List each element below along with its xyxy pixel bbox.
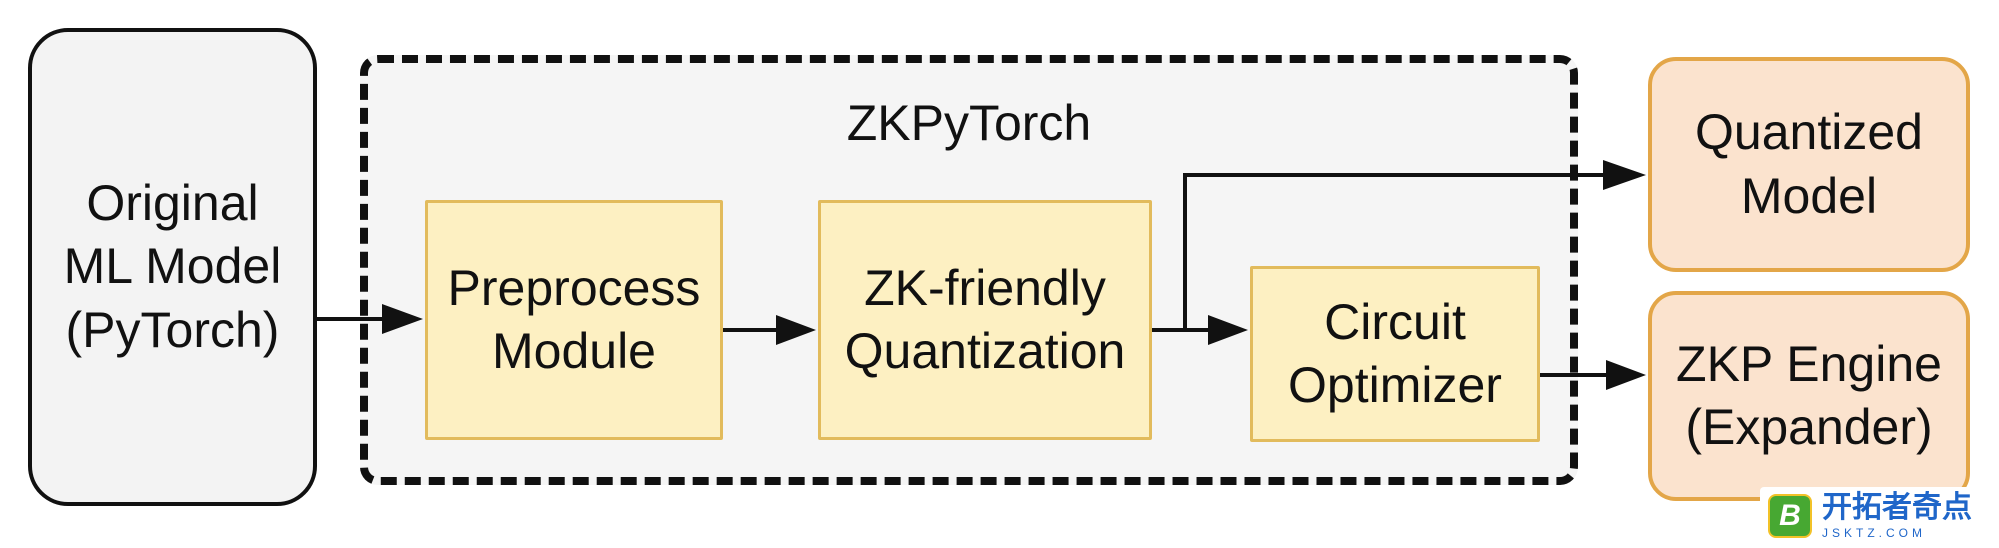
node-label-line: Quantization (844, 323, 1126, 379)
original-ml-model-node: Original ML Model (PyTorch) (28, 28, 317, 506)
watermark-url: JSKTZ.COM (1822, 526, 1926, 540)
preprocess-module-node: Preprocess Module (425, 200, 723, 440)
node-label-line: Optimizer (1288, 357, 1502, 413)
watermark-name: 开拓者奇点 (1822, 490, 1972, 525)
quantized-model-node: Quantized Model (1648, 57, 1970, 272)
watermark-text: 开拓者奇点 JSKTZ.COM (1822, 490, 1972, 540)
arrow-quantization-to-circuit-optimizer (1152, 315, 1248, 345)
watermark-badge: B 开拓者奇点 JSKTZ.COM (1760, 487, 1995, 545)
node-label-line: Model (1740, 167, 1878, 224)
node-label-line: ZK-friendly (864, 259, 1106, 316)
node-label-line: (PyTorch) (65, 301, 280, 358)
zkp-engine-node: ZKP Engine (Expander) (1648, 291, 1970, 501)
zk-friendly-quantization-node: ZK-friendly Quantization (818, 200, 1152, 440)
node-label-line: Preprocess (447, 259, 701, 316)
node-label-line: Original (86, 174, 259, 231)
watermark-logo-icon: B (1768, 494, 1812, 538)
node-label-line: Quantized (1695, 104, 1923, 160)
circuit-optimizer-node: Circuit Optimizer (1250, 266, 1540, 442)
zkpytorch-title: ZKPyTorch (846, 95, 1092, 151)
node-label-line: (Expander) (1685, 399, 1933, 455)
node-label-line: Circuit (1324, 293, 1466, 350)
arrow-circuit-optimizer-to-zkp-engine (1540, 360, 1646, 390)
arrow-preprocess-to-quantization (723, 315, 816, 345)
node-label-line: Module (492, 323, 656, 379)
arrow-original-to-preprocess (317, 304, 423, 334)
node-label-line: ZKP Engine (1676, 335, 1942, 392)
arrow-quantization-to-quantized-model (1183, 160, 1646, 330)
node-label-line: ML Model (63, 238, 282, 295)
